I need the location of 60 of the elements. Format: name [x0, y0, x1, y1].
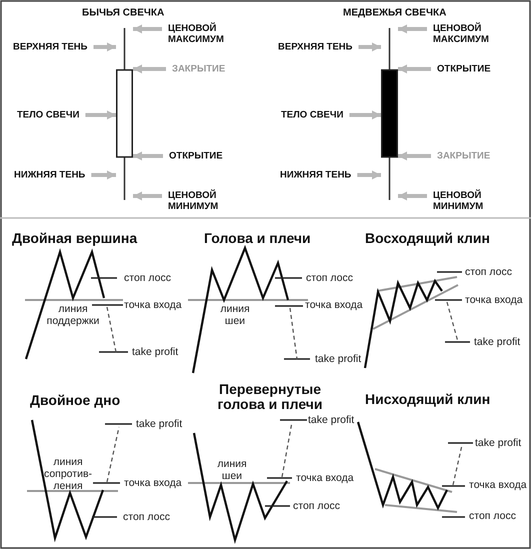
candle-label: ВЕРХНЯЯ ТЕНЬ — [278, 42, 352, 52]
candle-label: ТЕЛО СВЕЧИ — [281, 110, 344, 120]
arrow — [398, 152, 431, 160]
arrow — [133, 152, 163, 160]
chart-annotation: линия поддержки — [46, 303, 100, 327]
chart-annotation: точка входа — [124, 477, 182, 489]
candle-heading: МЕДВЕЖЬЯ СВЕЧКА — [343, 8, 446, 18]
pattern-title: Нисходящий клин — [365, 391, 490, 407]
arrow — [94, 42, 116, 52]
chart-annotation: стоп лосс — [124, 272, 171, 284]
chart-annotation: точка входа — [465, 294, 523, 306]
arrow — [357, 170, 381, 180]
arrow — [398, 192, 427, 200]
candle-label: НИЖНЯЯ ТЕНЬ — [280, 170, 352, 180]
pattern-title: Перевернутые голова и плечи — [216, 382, 324, 412]
candle-label: ЦЕНОВОЙ МИНИМУМ — [168, 190, 236, 212]
candle-label: ЗАКРЫТИЕ — [172, 64, 226, 74]
candle-label: НИЖНЯЯ ТЕНЬ — [14, 170, 86, 180]
arrow — [133, 192, 162, 200]
chart-annotation: take profit — [136, 418, 182, 430]
chart-annotation: стоп лосс — [306, 272, 353, 284]
candlestick-drawing — [381, 28, 398, 200]
arrow — [349, 110, 381, 120]
arrow — [133, 64, 166, 74]
pattern-title: Голова и плечи — [204, 230, 311, 246]
chart-annotation: линия шеи — [216, 458, 248, 482]
arrow — [358, 42, 381, 52]
arrow — [398, 64, 431, 74]
chart-annotation: точка входа — [305, 299, 363, 311]
arrow — [85, 110, 116, 120]
chart-annotation: take profit — [308, 414, 354, 426]
chart-annotation: стоп лосс — [469, 510, 516, 522]
candle-label: ЦЕНОВОЙ МАКСИМУМ — [168, 23, 236, 45]
candle-label: ЦЕНОВОЙ МИНИМУМ — [433, 190, 501, 212]
candle-label: ОТКРЫТИЕ — [437, 64, 491, 74]
chart-annotation: точка входа — [469, 479, 527, 491]
pattern-title: Двойная вершина — [12, 230, 138, 246]
chart-annotation: точка входа — [296, 472, 354, 484]
candle-heading: БЫЧЬЯ СВЕЧКА — [82, 8, 164, 18]
candlestick-drawing — [116, 28, 133, 200]
candle-label: ВЕРХНЯЯ ТЕНЬ — [13, 42, 88, 52]
chart-annotation: линия сопротив- ления — [42, 456, 94, 492]
chart-annotation: стоп лосс — [123, 511, 170, 523]
chart-annotation: take profit — [315, 353, 362, 365]
chart-annotation: линия шеи — [219, 303, 251, 327]
candle-label: ЗАКРЫТИЕ — [437, 150, 490, 162]
arrow — [91, 170, 116, 180]
chart-annotation: take profit — [132, 346, 178, 358]
arrow — [398, 24, 427, 34]
arrow — [133, 24, 162, 34]
pattern-title: Восходящий клин — [365, 230, 490, 246]
chart-annotation: стоп лосс — [293, 500, 340, 512]
candle-label: ОТКРЫТИЕ — [169, 150, 223, 162]
chart-annotation: точка входа — [124, 299, 182, 311]
chart-annotation: take profit — [475, 437, 522, 449]
candle-label: ЦЕНОВОЙ МАКСИМУМ — [433, 23, 501, 45]
pattern-title: Двойное дно — [30, 392, 120, 408]
chart-annotation: стоп лосс — [465, 266, 512, 278]
candle-label: ТЕЛО СВЕЧИ — [17, 110, 80, 120]
chart-annotation: take profit — [474, 336, 520, 348]
